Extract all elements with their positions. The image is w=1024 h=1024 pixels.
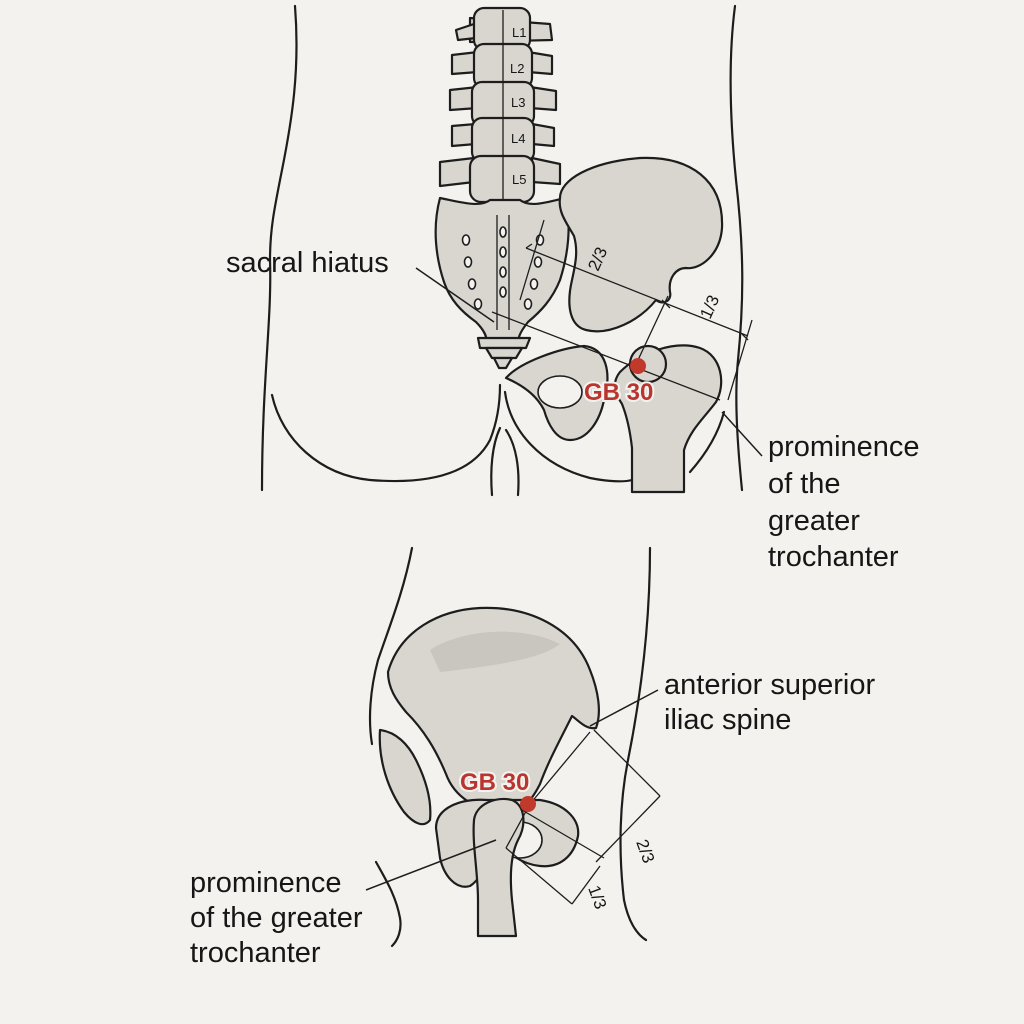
hiatus-to-trochanter-line <box>491 311 721 401</box>
lateral-view: 2/3 1/3 GB 30 anterior superior iliac sp… <box>190 546 883 969</box>
lateral-outline-front <box>619 546 652 942</box>
hip-bone-posterior <box>504 156 724 494</box>
measurement-lines-bottom <box>505 729 661 905</box>
leader-trochanter-top <box>721 411 763 457</box>
label-trochanter-top: prominence of the greater trochanter <box>768 431 928 573</box>
lumbar-spine: L1 L2 L3 L4 L5 <box>438 6 562 204</box>
sacrum <box>434 196 570 370</box>
thigh-inner-right <box>504 428 520 497</box>
vertebra-label-l3: L3 <box>511 95 525 110</box>
gb30-point-top <box>630 358 646 374</box>
gb30-point-bottom <box>520 796 536 812</box>
buttock-left <box>270 383 502 483</box>
fraction-bottom-lower: 1/3 <box>584 883 610 912</box>
vertebra-label-l4: L4 <box>511 131 525 146</box>
gb30-label-bottom: GB 30 <box>460 769 529 796</box>
fraction-bottom-upper: 2/3 <box>632 837 658 866</box>
leader-sacral-hiatus <box>415 267 495 323</box>
posterior-wing <box>378 728 432 826</box>
vertebra-l5 <box>438 154 562 204</box>
leader-asis <box>589 689 659 727</box>
buttock-right <box>503 390 634 483</box>
vertebra-label-l5: L5 <box>512 172 526 187</box>
vertebra-l1 <box>454 6 554 52</box>
body-outline-left <box>260 4 298 492</box>
measurement-lines-top <box>491 219 753 401</box>
vertebra-label-l1: L1 <box>512 25 526 40</box>
lateral-outline-back <box>368 546 414 746</box>
posterior-view: L1 L2 L3 L4 L5 <box>226 4 928 573</box>
body-outline-right <box>729 4 744 492</box>
leader-trochanter-bottom <box>365 839 497 891</box>
vertebra-label-l2: L2 <box>510 61 524 76</box>
ilium <box>558 156 724 333</box>
label-trochanter-bottom: prominence of the greater trochanter <box>190 867 371 969</box>
thigh-inner-left <box>490 426 502 497</box>
femur-lateral <box>472 797 525 938</box>
gb30-label-top: GB 30 <box>584 379 653 406</box>
lateral-outline-buttock <box>374 860 402 948</box>
thigh-curve-right <box>688 410 726 474</box>
femur-posterior <box>613 344 723 494</box>
label-asis: anterior superior iliac spine <box>664 669 883 736</box>
label-sacral-hiatus: sacral hiatus <box>226 247 389 279</box>
